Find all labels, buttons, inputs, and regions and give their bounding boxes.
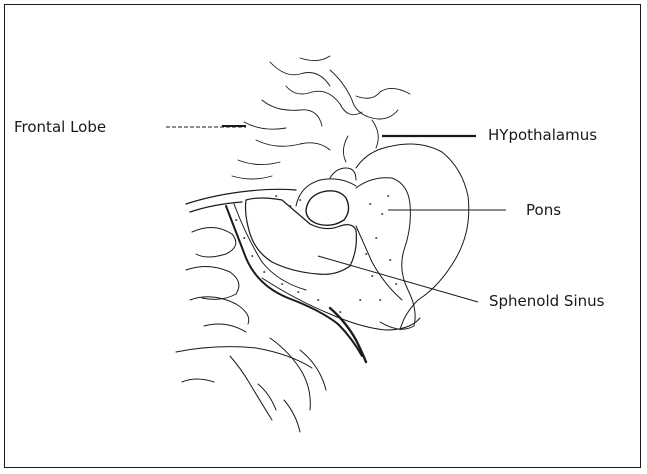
pons-inner-outline (356, 178, 415, 329)
bone-stipple (236, 196, 397, 312)
leader-lines (166, 126, 506, 302)
hypothalamus-structure (306, 191, 349, 225)
brain-fold-lines (232, 56, 410, 179)
sphenoid-sinus-leader (318, 256, 478, 302)
label-sphenoid-sinus: Sphenold Sinus (489, 294, 604, 309)
label-pons: Pons (526, 203, 561, 218)
label-hypothalamus: HYpothalamus (488, 128, 597, 143)
nasal-folds (176, 227, 326, 432)
label-frontal-lobe: Frontal Lobe (14, 120, 106, 135)
